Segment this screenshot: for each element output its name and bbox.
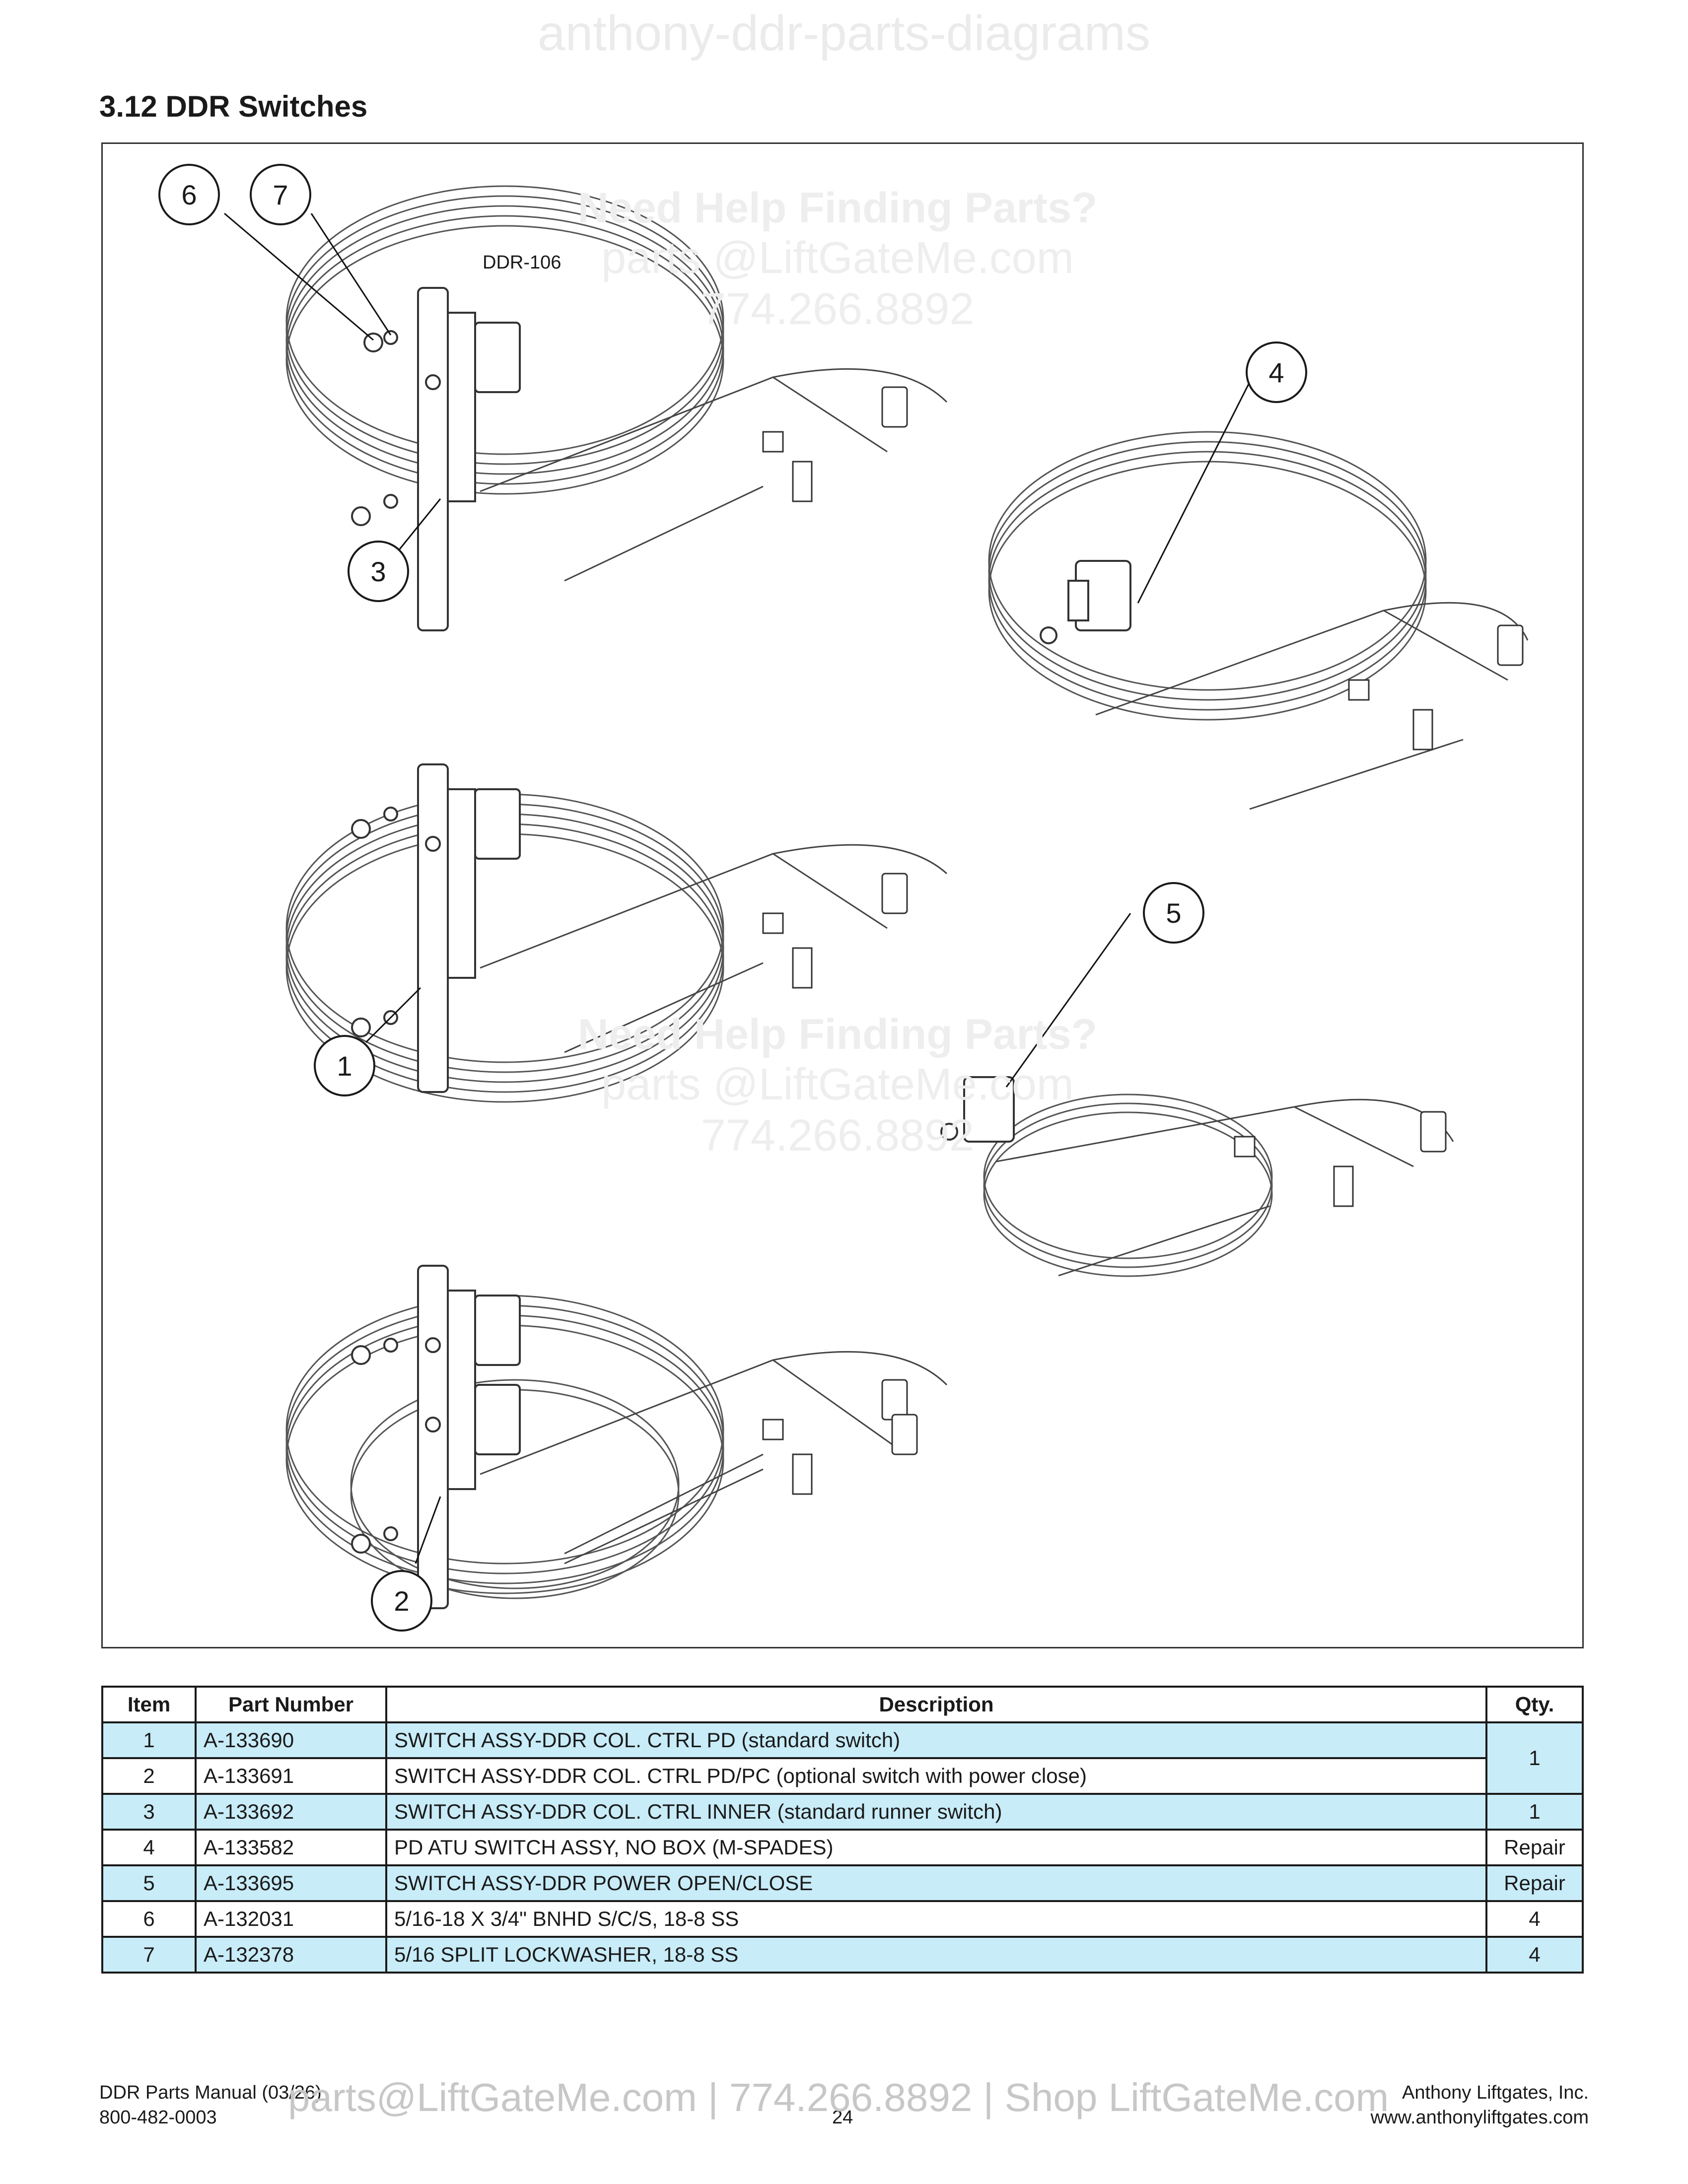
- assembly-3-cable-coil: [285, 185, 724, 495]
- cell-description: SWITCH ASSY-DDR POWER OPEN/CLOSE: [385, 1864, 1487, 1902]
- table-row: 1 A-133690 SWITCH ASSY-DDR COL. CTRL PD …: [101, 1721, 1584, 1795]
- cell-part-number: A-133692: [195, 1793, 387, 1831]
- watermark-phone: 774.266.8892: [701, 284, 975, 334]
- header-description: Description: [385, 1686, 1487, 1723]
- table-row: 6 A-132031 5/16-18 X 3/4" BNHD S/C/S, 18…: [101, 1900, 1584, 1938]
- cell-item: 4: [101, 1829, 197, 1866]
- cell-part-number: A-133582: [195, 1829, 387, 1866]
- figure-watermark-1: Need Help Finding Parts? parts @LiftGate…: [490, 184, 1185, 335]
- footer-watermark: parts@LiftGateMe.com | 774.266.8892 | Sh…: [288, 2075, 1389, 2119]
- footer-page-number: 24: [832, 2107, 853, 2128]
- cell-description: 5/16 SPLIT LOCKWASHER, 18-8 SS: [385, 1936, 1487, 1974]
- callout-2: 2: [371, 1570, 432, 1632]
- cell-qty: Repair: [1485, 1864, 1584, 1902]
- header-qty: Qty.: [1485, 1686, 1584, 1723]
- cell-description: PD ATU SWITCH ASSY, NO BOX (M-SPADES): [385, 1829, 1487, 1866]
- assembly-3-switch-plate: [351, 287, 521, 631]
- cell-qty: 1: [1485, 1793, 1584, 1831]
- cell-part-number: A-133695: [195, 1864, 387, 1902]
- watermark-help-text: Need Help Finding Parts?: [577, 1011, 1098, 1058]
- footer-website: www.anthonyliftgates.com: [1370, 2107, 1589, 2128]
- cell-item: 3: [101, 1793, 197, 1831]
- footer-manual-title: DDR Parts Manual (03/26): [99, 2082, 322, 2103]
- table-row: 4 A-133582 PD ATU SWITCH ASSY, NO BOX (M…: [101, 1829, 1584, 1866]
- header-part-number: Part Number: [195, 1686, 387, 1723]
- figure-watermark-2: Need Help Finding Parts? parts @LiftGate…: [490, 1010, 1185, 1161]
- switch-assemblies-drawing: [224, 185, 1529, 1609]
- table-row: 7 A-132378 5/16 SPLIT LOCKWASHER, 18-8 S…: [101, 1936, 1584, 1974]
- table-header-row: Item Part Number Description Qty.: [101, 1686, 1584, 1723]
- assembly-5-cable-coil: [983, 1093, 1273, 1277]
- footer-phone: 800-482-0003: [99, 2107, 217, 2128]
- callout-3: 3: [348, 541, 409, 602]
- cell-item: 6: [101, 1900, 197, 1938]
- cell-qty: 4: [1485, 1936, 1584, 1974]
- assembly-5-switch: [940, 1076, 1015, 1143]
- section-title: 3.12 DDR Switches: [99, 90, 368, 123]
- cell-item: 2: [101, 1757, 197, 1795]
- cell-part-number: A-132378: [195, 1936, 387, 1974]
- callout-4: 4: [1246, 341, 1307, 403]
- cell-qty: 4: [1485, 1900, 1584, 1938]
- cell-description: 5/16-18 X 3/4" BNHD S/C/S, 18-8 SS: [385, 1900, 1487, 1938]
- table-row: 3 A-133692 SWITCH ASSY-DDR COL. CTRL INN…: [101, 1793, 1584, 1831]
- watermark-phone: 774.266.8892: [701, 1111, 975, 1160]
- cell-part-number: A-133691: [195, 1757, 387, 1795]
- assembly-4-switch: [1040, 560, 1131, 644]
- cell-part-number: A-133690: [195, 1721, 387, 1759]
- assembly-2-switch-plate: [351, 1265, 521, 1609]
- cell-item: 5: [101, 1864, 197, 1902]
- cell-part-number: A-132031: [195, 1900, 387, 1938]
- cell-description: SWITCH ASSY-DDR COL. CTRL PD (standard s…: [385, 1721, 1487, 1759]
- cell-qty: Repair: [1485, 1829, 1584, 1866]
- cell-description: SWITCH ASSY-DDR COL. CTRL PD/PC (optiona…: [385, 1757, 1487, 1795]
- cell-description: SWITCH ASSY-DDR COL. CTRL INNER (standar…: [385, 1793, 1487, 1831]
- assembly-4-cable-coil: [988, 431, 1427, 721]
- callout-1: 1: [314, 1035, 375, 1096]
- parts-diagram: Need Help Finding Parts? parts @LiftGate…: [101, 142, 1584, 1648]
- header-item: Item: [101, 1686, 197, 1723]
- model-label-ddr106: DDR-106: [483, 252, 562, 273]
- parts-table: Item Part Number Description Qty. 1 A-13…: [101, 1686, 1584, 1974]
- callout-5: 5: [1143, 882, 1204, 944]
- table-row: 2 A-133691 SWITCH ASSY-DDR COL. CTRL PD/…: [101, 1757, 1583, 1795]
- watermark-email: parts @LiftGateMe.com: [601, 233, 1074, 283]
- top-watermark: anthony-ddr-parts-diagrams: [538, 5, 1150, 61]
- cell-item: 7: [101, 1936, 197, 1974]
- footer-company: Anthony Liftgates, Inc.: [1402, 2082, 1589, 2103]
- cell-qty: 1: [1485, 1721, 1584, 1795]
- watermark-help-text: Need Help Finding Parts?: [577, 184, 1098, 232]
- callout-7: 7: [250, 164, 311, 225]
- table-row: 5 A-133695 SWITCH ASSY-DDR POWER OPEN/CL…: [101, 1864, 1584, 1902]
- cell-item: 1: [101, 1721, 197, 1759]
- callout-6: 6: [158, 164, 220, 225]
- watermark-email: parts @LiftGateMe.com: [601, 1060, 1074, 1109]
